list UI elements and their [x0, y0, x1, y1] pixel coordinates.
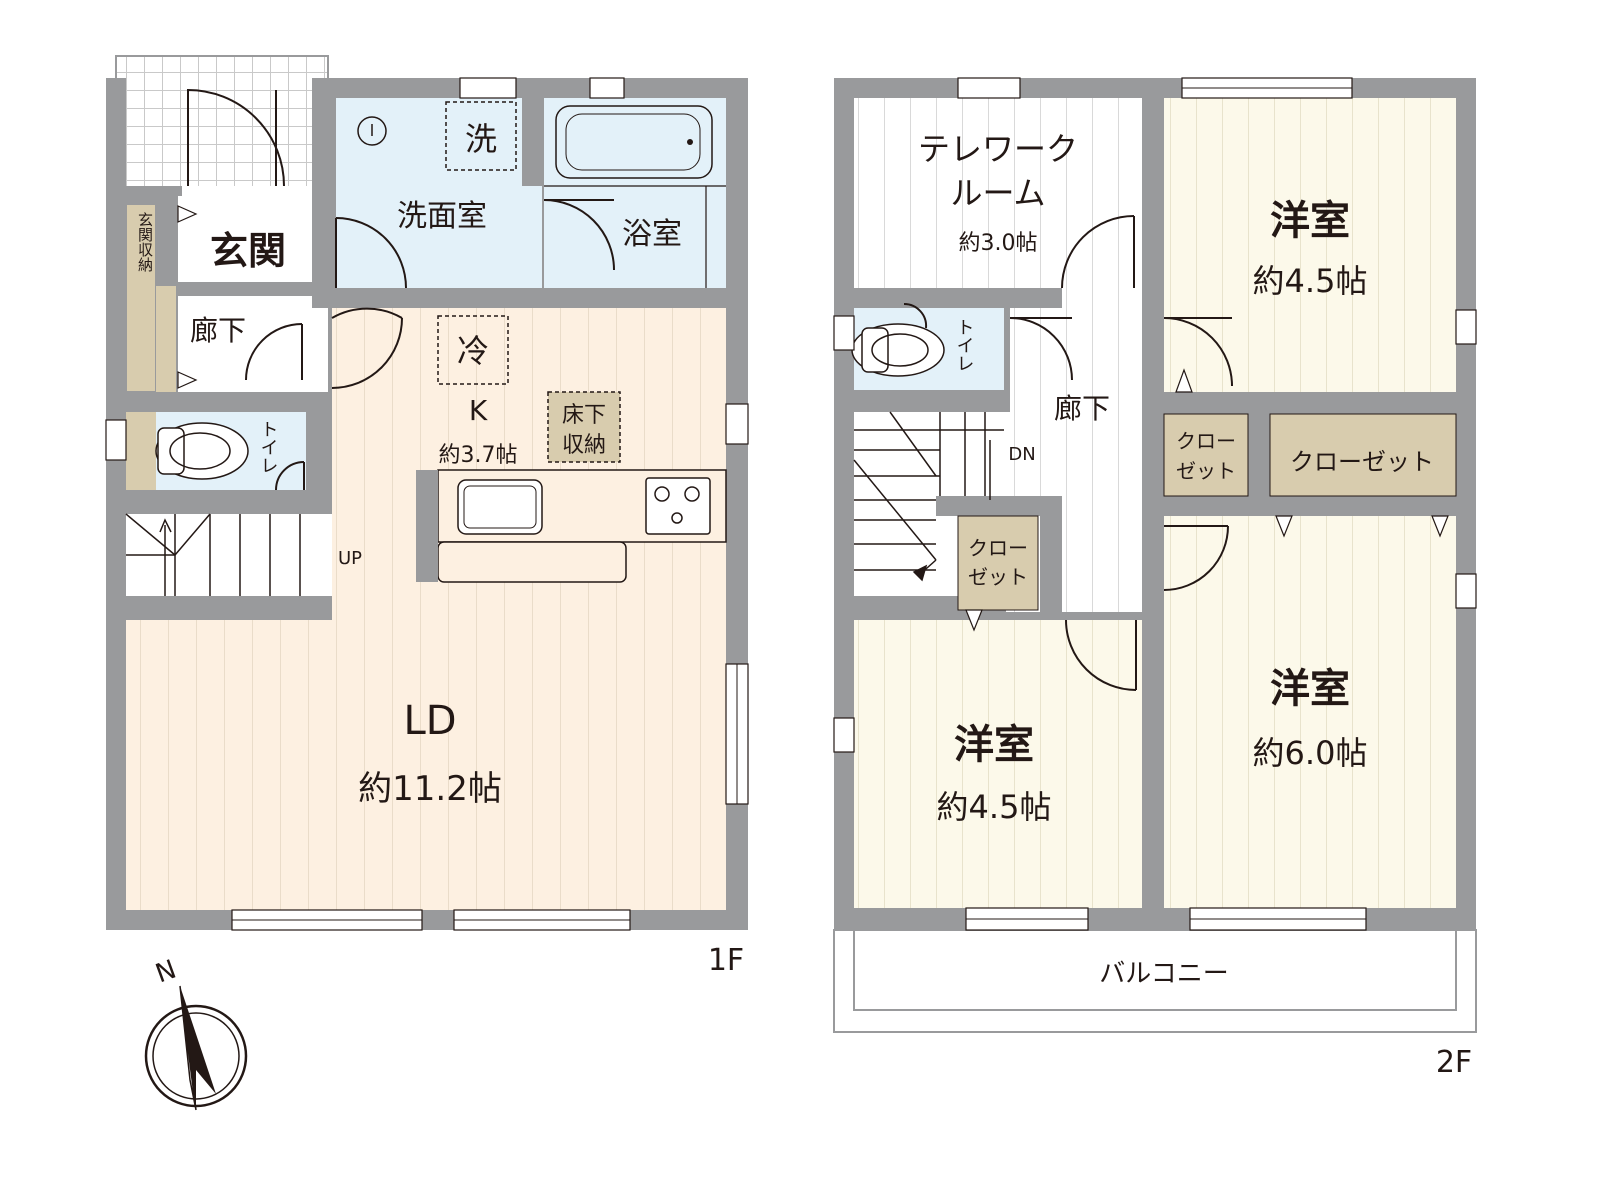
- closet-small-line1: クロー: [1176, 429, 1236, 453]
- telework-floor: [854, 98, 1142, 288]
- fridge-space: [437, 315, 509, 385]
- washer-label: 洗: [465, 120, 497, 158]
- washbasin: [357, 116, 387, 146]
- balcony-label: バルコニー: [1099, 959, 1228, 989]
- telework-label-line1: テレワーク: [918, 130, 1078, 168]
- closet-large: [1269, 413, 1457, 497]
- western-sw-floor: [854, 620, 1142, 908]
- toilet1-fixture: [155, 422, 249, 480]
- western-ne-floor: [1164, 98, 1456, 392]
- toilet1-label: トイレ: [258, 420, 279, 474]
- telework-label-line2: ルーム: [950, 174, 1045, 212]
- stairs-down-label: DN: [1008, 444, 1035, 465]
- floor2-doors: [903, 215, 1233, 691]
- compass: N: [144, 955, 248, 1111]
- underfloor-storage-line2: 収納: [562, 433, 606, 458]
- western-sw-size: 約4.5帖: [937, 788, 1052, 826]
- compass-needle: [180, 986, 216, 1110]
- floor1-doors: [187, 88, 615, 491]
- floor-1: 玄関 玄関収納 廊下 トイレ 洗面室 洗 浴室 冷 K 約3.7帖 床下 収納 …: [105, 55, 749, 978]
- kitchen-size: 約3.7帖: [439, 443, 518, 468]
- fridge-label: 冷: [457, 332, 489, 370]
- ld-floor: [126, 620, 726, 910]
- washer-space: [445, 101, 517, 171]
- genkan-storage-label: 玄関収納: [136, 212, 154, 273]
- western-ne-size: 約4.5帖: [1253, 262, 1368, 300]
- closet-large-label: クローゼット: [1290, 448, 1434, 476]
- western-se-label: 洋室: [1270, 666, 1350, 712]
- toilet2-label: トイレ: [954, 318, 975, 372]
- telework-size: 約3.0帖: [959, 231, 1038, 256]
- underfloor-storage: [547, 391, 621, 463]
- floor-2: テレワーク ルーム 約3.0帖 洋室 約4.5帖 トイレ 廊下 DN クロー ゼ…: [833, 77, 1477, 1080]
- compass-north-label: N: [152, 955, 181, 990]
- closet-stair: [957, 515, 1039, 611]
- hallway2-label: 廊下: [1054, 392, 1110, 425]
- genkan-label: 玄関: [210, 229, 286, 273]
- western-se-floor: [1164, 516, 1456, 908]
- closet-stair-line1: クロー: [968, 536, 1028, 560]
- closet-small: [1163, 413, 1249, 497]
- western-ne-label: 洋室: [1270, 198, 1350, 244]
- toilet2-fixture: [851, 323, 945, 377]
- floor2-label: 2F: [1436, 1045, 1472, 1080]
- sink: [457, 479, 543, 535]
- genkan-floor: [178, 186, 312, 292]
- bathroom-label: 浴室: [622, 217, 682, 252]
- bathtub: [555, 105, 713, 179]
- western-sw-label: 洋室: [954, 722, 1034, 768]
- ld-label: LD: [403, 698, 456, 744]
- washroom-label: 洗面室: [397, 199, 487, 234]
- hallway1-label: 廊下: [190, 314, 246, 347]
- western-se-size: 約6.0帖: [1253, 734, 1368, 772]
- closet-stair-line2: ゼット: [968, 565, 1028, 589]
- stove: [645, 477, 711, 535]
- kitchen-label: K: [469, 394, 488, 427]
- closet-small-line2: ゼット: [1176, 459, 1236, 483]
- stairs-up-label: UP: [338, 548, 362, 569]
- floor1-label: 1F: [708, 943, 744, 978]
- underfloor-storage-line1: 床下: [562, 403, 606, 428]
- ld-size: 約11.2帖: [358, 769, 502, 809]
